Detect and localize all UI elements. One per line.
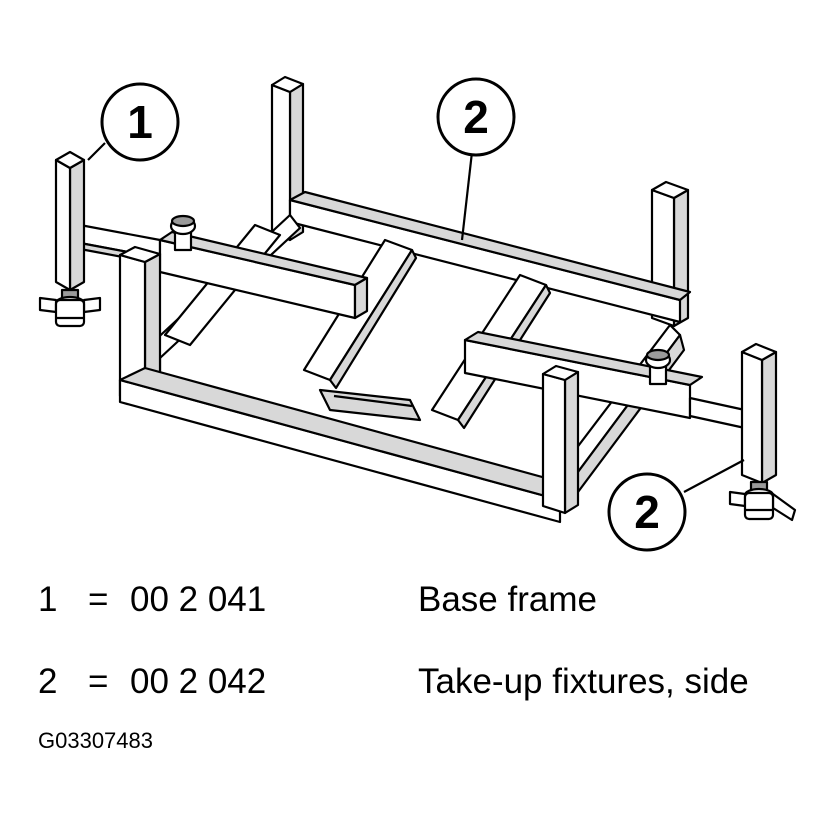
right-bolt bbox=[644, 348, 672, 386]
center-slide-plate bbox=[318, 388, 422, 422]
front-top-bar-left bbox=[158, 230, 369, 320]
legend-number: 2 bbox=[38, 662, 58, 701]
legend-row-1: 1 = 00 2 041 Base frame bbox=[0, 575, 835, 625]
left-take-up-fixture bbox=[38, 150, 162, 328]
callout-2-left: 1 bbox=[87, 82, 180, 162]
callout-2-right: 2 bbox=[607, 459, 745, 552]
legend-equals: = bbox=[88, 580, 109, 619]
image-id: G03307483 bbox=[38, 728, 153, 753]
callout-1: 2 bbox=[436, 77, 516, 241]
base-frame-diagram: 1 2 2 bbox=[38, 75, 797, 552]
right-take-up-fixture bbox=[688, 342, 797, 522]
legend-part-code: 00 2 042 bbox=[130, 662, 267, 701]
front-right-post bbox=[541, 364, 580, 515]
legend-part-code: 00 2 041 bbox=[130, 580, 267, 619]
legend-description: Take-up fixtures, side bbox=[418, 662, 749, 701]
callout-2-left-label: 1 bbox=[127, 96, 153, 148]
legend-row-2: 2 = 00 2 042 Take-up fixtures, side bbox=[0, 657, 835, 707]
callout-2-right-label: 2 bbox=[634, 486, 660, 538]
legend-description: Base frame bbox=[418, 580, 597, 619]
left-bolt bbox=[169, 214, 197, 252]
legend-number: 1 bbox=[38, 580, 58, 619]
front-rail bbox=[118, 366, 577, 524]
legend-equals: = bbox=[88, 662, 109, 701]
callout-1-label: 2 bbox=[463, 91, 489, 143]
